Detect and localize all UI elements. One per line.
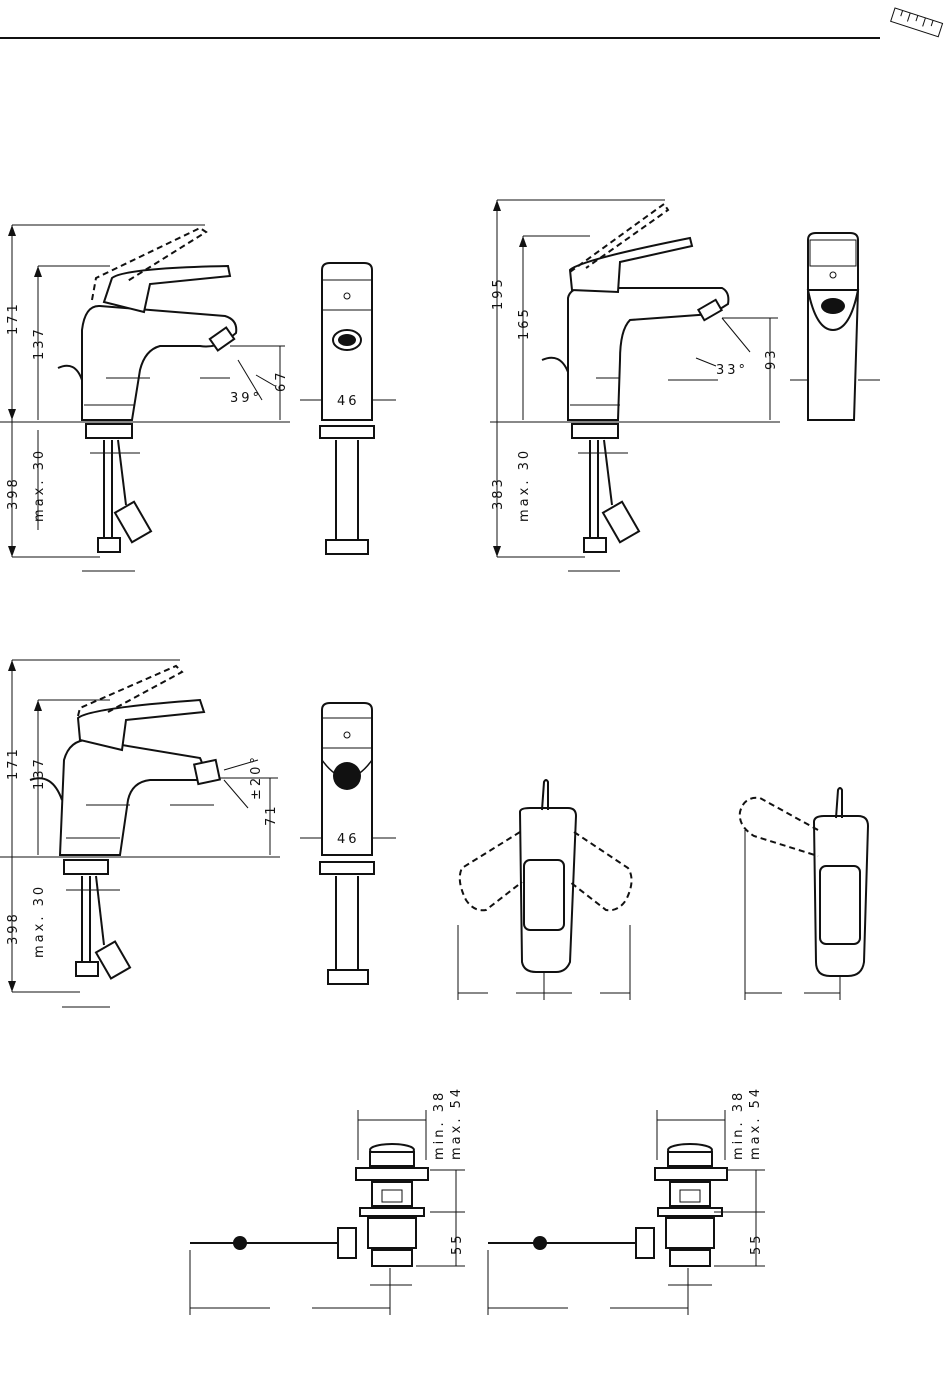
- basin-mixer-a-side-view: 171 137 398 max. 30 39° 67: [0, 225, 290, 571]
- basin-a-outlet-height: 67: [274, 369, 289, 392]
- basin-b-below-deck: 383: [491, 476, 506, 510]
- ruler-icon: [891, 8, 943, 37]
- basin-a-spout-angle: 39°: [230, 391, 262, 406]
- waste-b-height: 55: [749, 1232, 764, 1255]
- waste-b-drawing: min. 38 max. 54 55: [488, 1086, 765, 1315]
- basin-b-deck-thickness: max. 30: [517, 448, 532, 522]
- waste-a-min: min. 38: [432, 1090, 447, 1160]
- basin-mixer-b-front-view: [790, 233, 880, 420]
- bidet-height-total: 171: [6, 746, 21, 780]
- bidet-mixer-side-view: 171 137 398 max. 30 ±20° 71: [0, 660, 280, 1007]
- bidet-below-deck: 398: [6, 911, 21, 945]
- basin-a-deck-thickness: max. 30: [32, 448, 47, 522]
- basin-mixer-b-side-view: 195 165 383 max. 30 33° 93: [490, 200, 780, 571]
- lever-swing-top-view-both: [458, 780, 632, 1000]
- bidet-deck-thickness: max. 30: [32, 884, 47, 958]
- basin-b-height-total: 195: [491, 276, 506, 310]
- basin-a-below-deck: 398: [6, 476, 21, 510]
- basin-b-outlet-height: 93: [764, 347, 779, 370]
- bidet-jet-angle: ±20°: [249, 754, 264, 800]
- basin-a-body-width: 46: [337, 394, 360, 409]
- bidet-body-width: 46: [337, 832, 360, 847]
- basin-b-height-spout: 165: [517, 306, 532, 340]
- bidet-mixer-front-view: 46: [300, 703, 396, 984]
- basin-b-spout-angle: 33°: [716, 363, 748, 378]
- waste-b-min: min. 38: [731, 1090, 746, 1160]
- basin-a-height-total: 171: [6, 301, 21, 335]
- waste-a-drawing: min. 38 max. 54 55: [190, 1086, 465, 1315]
- waste-a-height: 55: [450, 1232, 465, 1255]
- waste-a-max: max. 54: [449, 1086, 464, 1160]
- basin-mixer-a-front-view: 46: [300, 263, 396, 554]
- waste-b-max: max. 54: [748, 1086, 763, 1160]
- bidet-outlet-height: 71: [264, 803, 279, 826]
- lever-swing-top-view-single: [740, 788, 868, 1000]
- basin-a-height-spout: 137: [32, 326, 47, 360]
- bidet-height-spout: 137: [32, 756, 47, 790]
